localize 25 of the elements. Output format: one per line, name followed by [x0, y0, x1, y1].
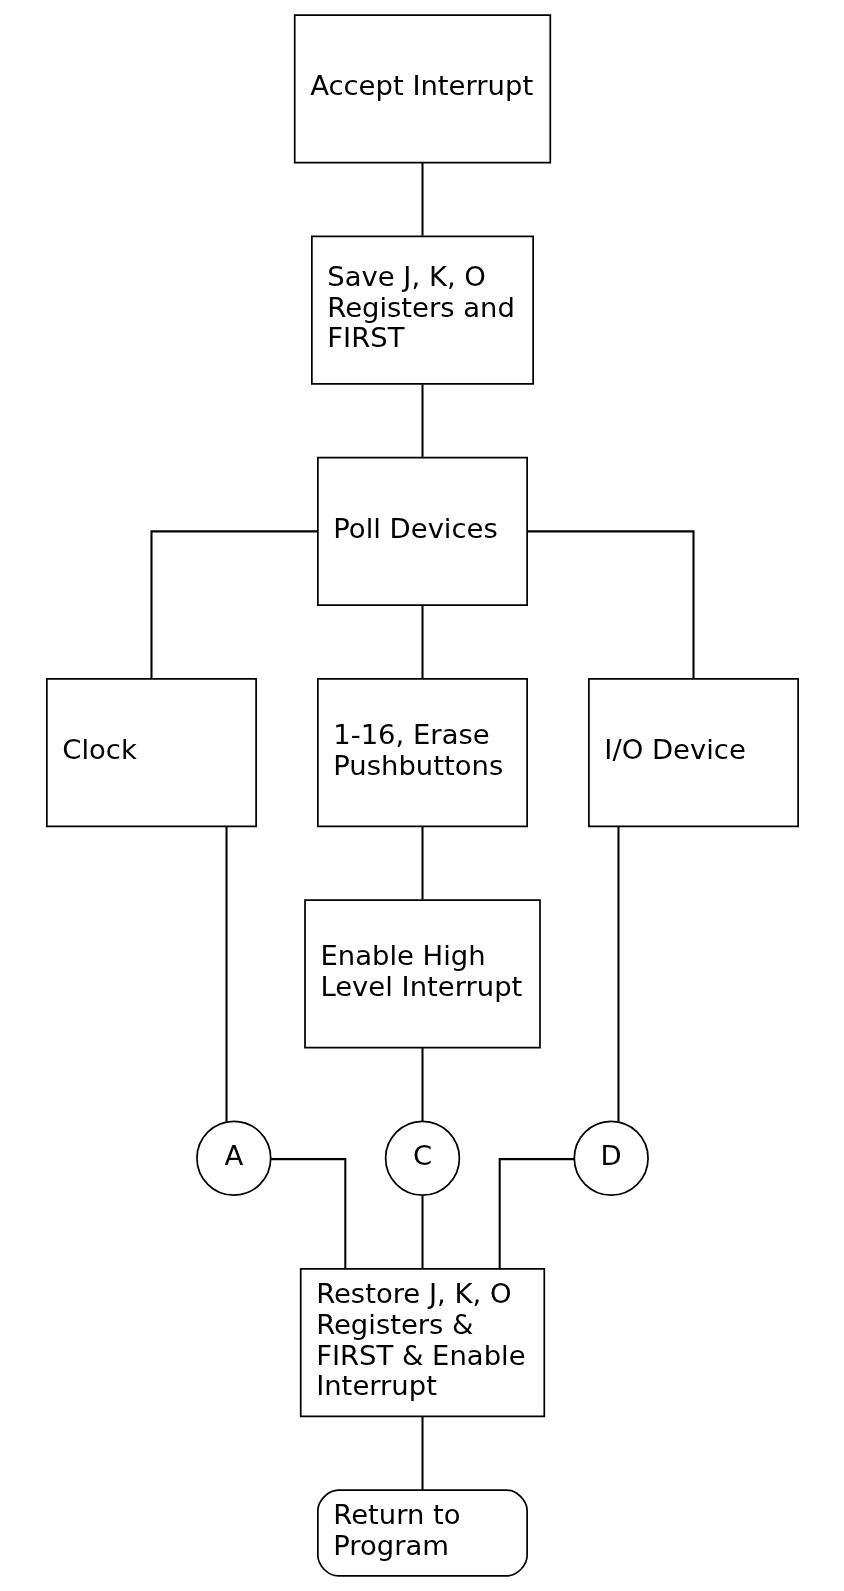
node-box: I/O Device	[587, 678, 799, 828]
connector	[420, 1047, 424, 1122]
connector	[270, 1158, 346, 1269]
node-circle: D	[572, 1120, 649, 1196]
connector	[526, 530, 695, 679]
connector	[225, 826, 228, 1122]
connector	[498, 1158, 574, 1269]
node-box: Clock	[45, 678, 257, 828]
node-box: Enable High Level Interrupt	[303, 899, 541, 1049]
node-box: Restore J, K, O Registers & FIRST & Enable Interrupt	[299, 1268, 545, 1418]
node-box: Save J, K, O Registers and FIRST	[310, 235, 534, 385]
connector	[420, 384, 424, 457]
connector	[420, 826, 424, 900]
node-box: Poll Devices	[316, 456, 528, 606]
connector	[420, 1416, 424, 1491]
node-circle: A	[195, 1120, 272, 1196]
connector	[420, 605, 424, 679]
node-box: 1-16, Erase Pushbuttons	[316, 678, 528, 828]
connector	[420, 163, 424, 236]
connector	[616, 826, 619, 1122]
node-box: Accept Interrupt	[293, 14, 551, 164]
connector	[420, 1195, 424, 1269]
node-circle: C	[384, 1120, 460, 1196]
connector	[149, 530, 318, 679]
node-box: Return to Program	[316, 1489, 528, 1577]
